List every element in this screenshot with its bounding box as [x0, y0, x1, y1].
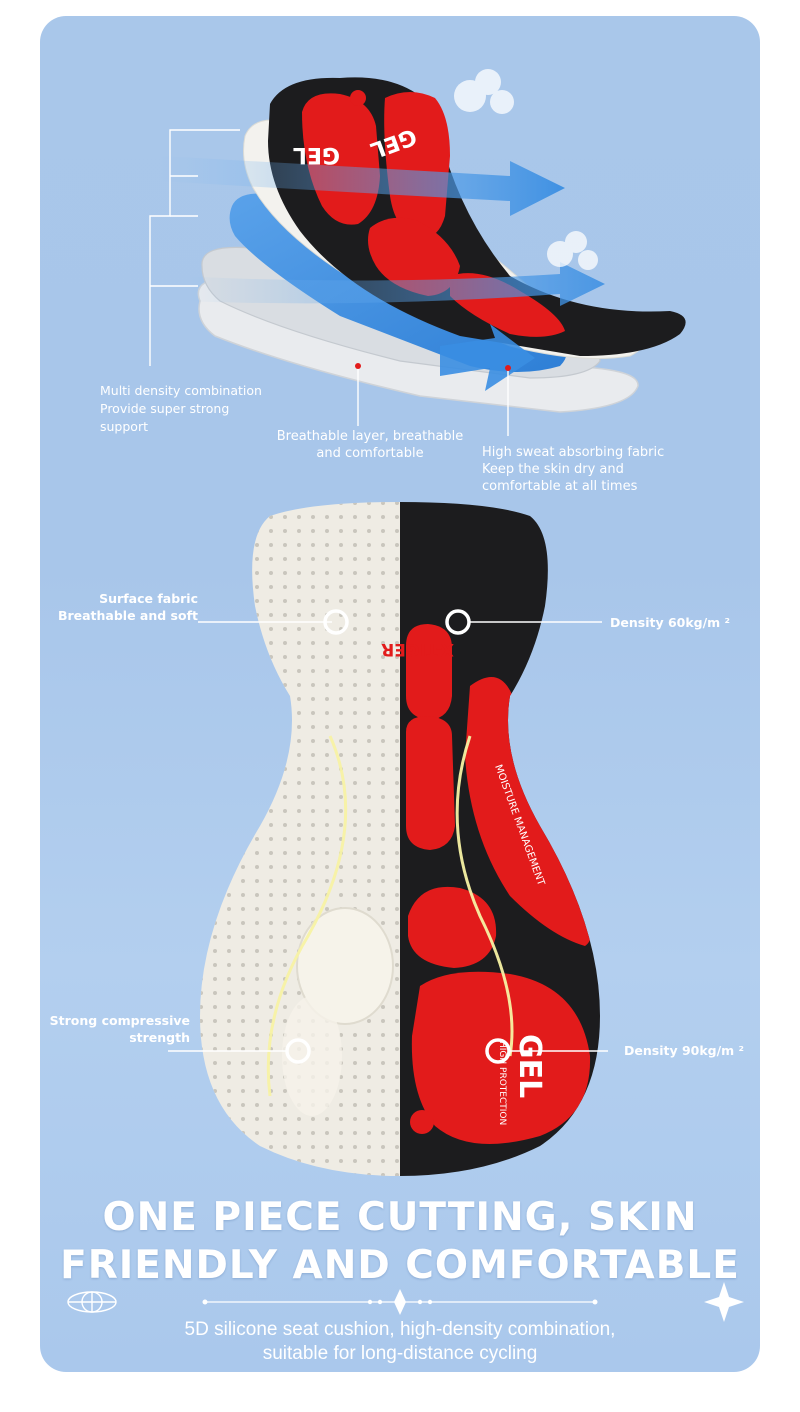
- callout-marker-surface: [323, 609, 349, 635]
- pad-brand-emblem: [410, 1110, 434, 1134]
- gel-lower-round: [408, 886, 497, 968]
- pad-brand-print: X-TIGER: [381, 639, 454, 659]
- callout-breathable-layer: Breathable layer, breathable and comfort…: [276, 429, 464, 461]
- headline-line-2: FRIENDLY AND COMFORTABLE: [60, 1243, 740, 1288]
- sparkle-star-icon: [704, 1282, 744, 1322]
- steam-puffs: [454, 69, 598, 270]
- glow-seam-right: [455, 735, 514, 1057]
- airflow-arrow-top: [160, 156, 565, 216]
- callout-sweat-fabric: High sweat absorbing fabric Keep the ski…: [482, 445, 665, 494]
- gel-upper-left: [406, 624, 452, 720]
- globe-icon: [67, 1291, 117, 1313]
- gel-bottom-large: [411, 971, 591, 1144]
- divider-row: [67, 1282, 744, 1322]
- callout-marker-density90: [485, 1038, 511, 1064]
- callout-compressive: Strong compressive strength: [49, 1013, 190, 1045]
- diamond-divider-icon: [202, 1289, 598, 1315]
- callout-surface-fabric: Surface fabric Breathable and soft: [57, 591, 198, 623]
- red-gel-center: [368, 217, 460, 296]
- subline-line-2: suitable for long-distance cycling: [262, 1343, 538, 1364]
- airflow-arrow-low: [440, 324, 535, 391]
- split-pad-illustration: X-TIGER MOISTURE MANAGEMENT GEL HIGH PRO…: [168, 502, 608, 1176]
- callout-marker-compressive: [285, 1038, 311, 1064]
- exploded-pad-illustration: GEL GEL: [149, 69, 686, 436]
- glow-seam-left: [266, 735, 348, 1097]
- callout-density-90: Density 90kg/m ²: [624, 1043, 745, 1058]
- gel-side-wing: [465, 677, 592, 946]
- callout-marker-density60: [445, 609, 471, 635]
- gel-mid-left: [406, 716, 455, 850]
- headline-line-1: ONE PIECE CUTTING, SKIN: [102, 1195, 698, 1240]
- callout-density-60: Density 60kg/m ²: [610, 615, 731, 630]
- product-card: GEL GEL Multi density combination Provid…: [40, 16, 760, 1372]
- top-gel-logo-left: GEL: [293, 142, 340, 167]
- subline-line-1: 5D silicone seat cushion, high-density c…: [184, 1319, 616, 1340]
- top-brand-emblem: [350, 90, 366, 106]
- pad-gel-logo: GEL: [512, 1034, 547, 1098]
- red-gel-right: [384, 92, 450, 239]
- pad-high-protection-print: HIGH PROTECTION: [497, 1041, 507, 1125]
- airflow-arrow-mid: [180, 262, 605, 306]
- callout-multi-density: Multi density combination Provide super …: [100, 383, 262, 434]
